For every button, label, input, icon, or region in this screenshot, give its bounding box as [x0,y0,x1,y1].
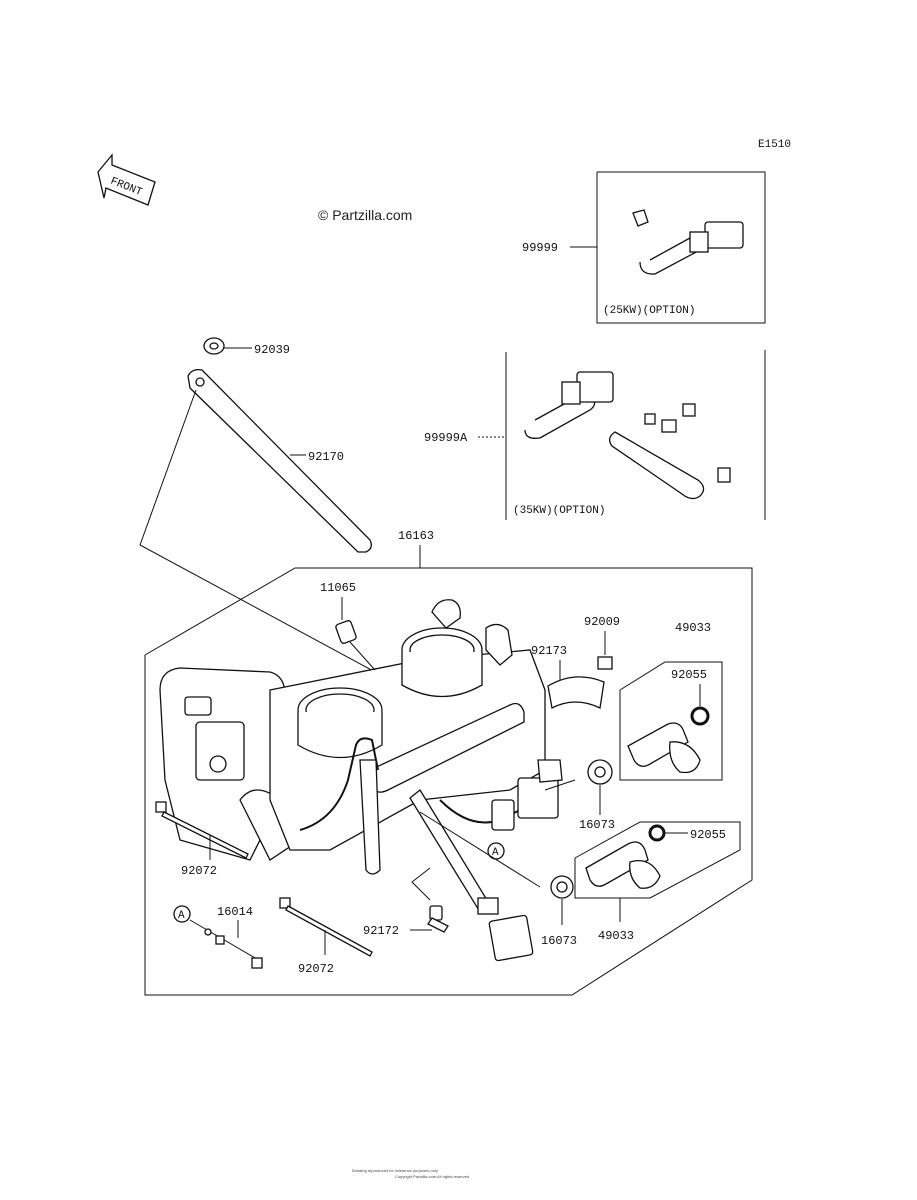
option-25kw-label: (25KW)(OPTION) [603,305,695,317]
assembly-boundary [144,567,753,996]
option-35kw-label: (35KW)(OPTION) [513,505,605,517]
option-25kw-box: (25KW)(OPTION) [596,171,766,324]
oring-92055-bottom [648,824,666,842]
cable-tie-92072-left [155,801,249,859]
throttle-body-assembly: A [159,599,563,962]
collar-icon [661,419,677,433]
screw-92009 [597,656,613,670]
bolt-icon [682,403,696,417]
watermark: © Partzilla.com [318,207,412,223]
connector-icon [576,371,614,403]
strap-92170 [187,368,372,553]
svg-text:A: A [178,910,185,922]
part-16014 [204,928,263,969]
injector-49033-bottom [585,841,661,889]
label-92170: 92170 [308,450,344,464]
label-16163: 16163 [398,529,434,543]
bolt-icon [717,467,731,483]
label-92173: 92173 [531,644,567,658]
front-arrow-icon: FRONT [97,153,156,206]
svg-text:A: A [492,847,499,859]
label-16073-top: 16073 [579,818,615,832]
label-92009: 92009 [584,615,620,629]
connector-icon [488,914,534,962]
label-92172: 92172 [363,924,399,938]
label-92055-top: 92055 [671,668,707,682]
oring-92055-top [690,706,710,726]
label-92072-left: 92072 [181,864,217,878]
label-16014: 16014 [217,905,253,919]
label-49033-top: 49033 [675,621,711,635]
screw-icon [632,209,649,227]
option-35kw-area: (35KW)(OPTION) [505,350,766,520]
label-92072-bottom: 92072 [298,962,334,976]
label-11065: 11065 [320,581,356,595]
injector-49033-top [627,722,701,774]
cable-tie-92072-bottom [279,897,373,957]
label-99999A: 99999A [424,431,468,445]
injector-group-top [619,661,723,781]
connector-icon [704,221,744,249]
diagram-code: E1510 [758,139,791,151]
label-49033-bottom: 49033 [598,929,634,943]
injector-group-bottom [574,821,741,899]
grommet-92039 [203,337,225,355]
footer-line-1: Drawing reproduced for reference purpose… [352,1168,438,1173]
cap-11065 [335,620,357,644]
bracket-icon [608,431,705,500]
clamp-92173 [547,676,605,709]
label-16073-bottom: 16073 [541,934,577,948]
connector-icon [517,777,559,819]
footer-line-2: Copyright Partzilla.com All rights reser… [395,1174,469,1179]
label-92039: 92039 [254,343,290,357]
bolt-icon [644,413,656,425]
label-99999: 99999 [522,241,558,255]
callout-A-16014 [173,905,191,923]
label-92055-bottom: 92055 [690,828,726,842]
